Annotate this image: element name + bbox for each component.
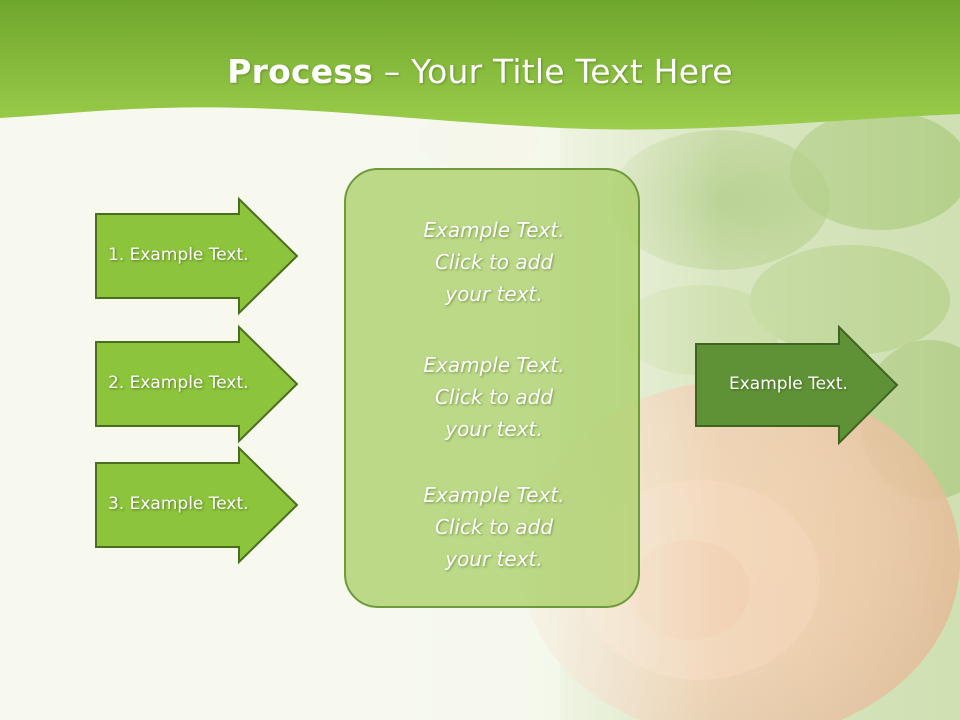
paragraph-line: Example Text. <box>423 483 565 507</box>
center-paragraph-2: Example Text. Click to add your text. <box>346 349 642 445</box>
center-paragraph-1: Example Text. Click to add your text. <box>346 214 642 310</box>
paragraph-line: your text. <box>445 547 543 571</box>
left-arrow-2[interactable]: 2. Example Text. <box>95 324 299 444</box>
arrow-shape <box>95 196 299 316</box>
paragraph-line: Click to add <box>434 385 554 409</box>
left-arrow-label-2: 2. Example Text. <box>108 373 249 393</box>
header-band <box>0 0 960 130</box>
slide-title: Process – Your Title Text Here <box>0 52 960 91</box>
left-arrow-3[interactable]: 3. Example Text. <box>95 445 299 565</box>
right-arrow[interactable]: Example Text. <box>695 324 899 446</box>
arrow-shape <box>95 324 299 444</box>
right-arrow-label: Example Text. <box>729 374 848 394</box>
left-arrow-label-3: 3. Example Text. <box>108 494 249 514</box>
center-text-box[interactable]: Example Text. Click to add your text. Ex… <box>344 168 640 608</box>
paragraph-line: your text. <box>445 417 543 441</box>
paragraph-line: Click to add <box>434 250 554 274</box>
left-arrow-1[interactable]: 1. Example Text. <box>95 196 299 316</box>
left-arrow-label-1: 1. Example Text. <box>108 245 249 265</box>
paragraph-line: your text. <box>445 282 543 306</box>
arrow-shape <box>95 445 299 565</box>
center-paragraph-3: Example Text. Click to add your text. <box>346 479 642 575</box>
paragraph-line: Example Text. <box>423 353 565 377</box>
arrow-shape <box>695 324 899 446</box>
title-bold: Process <box>227 52 374 91</box>
title-rest: – Your Title Text Here <box>373 52 733 91</box>
paragraph-line: Example Text. <box>423 218 565 242</box>
paragraph-line: Click to add <box>434 515 554 539</box>
